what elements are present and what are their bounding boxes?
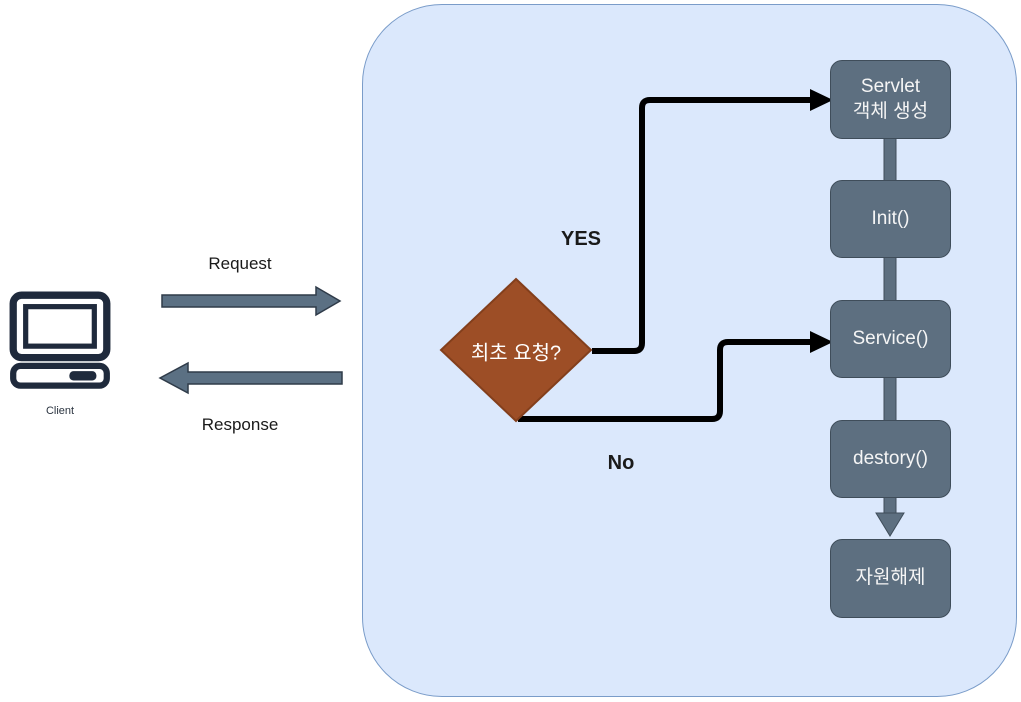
step-resource-release: 자원해제 — [830, 539, 951, 618]
connector-destory-release — [883, 495, 897, 515]
request-arrow-icon — [161, 285, 342, 317]
step-service: Service() — [830, 300, 951, 378]
yes-branch-line — [592, 97, 812, 354]
step-init: Init() — [830, 180, 951, 258]
client-computer-icon — [9, 291, 111, 389]
step-label: Service() — [852, 327, 929, 349]
connector-init-service — [883, 255, 897, 303]
step-label: 자원해제 — [855, 567, 926, 589]
no-branch-arrowhead-icon — [810, 331, 833, 353]
no-branch-line — [518, 339, 812, 422]
step-servlet-object-create: Servlet 객체 생성 — [830, 60, 951, 139]
decision-label: 최초 요청? — [470, 342, 562, 365]
yes-branch-label: YES — [560, 228, 602, 250]
request-label: Request — [208, 254, 272, 273]
connector-service-destory — [883, 375, 897, 423]
step-label: destory() — [853, 447, 928, 469]
step-label: Init() — [871, 207, 910, 229]
client-label: Client — [45, 405, 75, 417]
response-label: Response — [201, 415, 279, 434]
response-arrow-icon — [158, 361, 343, 395]
decision-diamond — [439, 277, 593, 423]
yes-branch-arrowhead-icon — [810, 89, 833, 111]
connector-release-arrowhead-icon — [875, 512, 905, 537]
no-branch-label: No — [607, 452, 635, 474]
step-destory: destory() — [830, 420, 951, 498]
connector-servlet-init — [883, 137, 897, 183]
step-label: Servlet 객체 생성 — [852, 75, 929, 122]
